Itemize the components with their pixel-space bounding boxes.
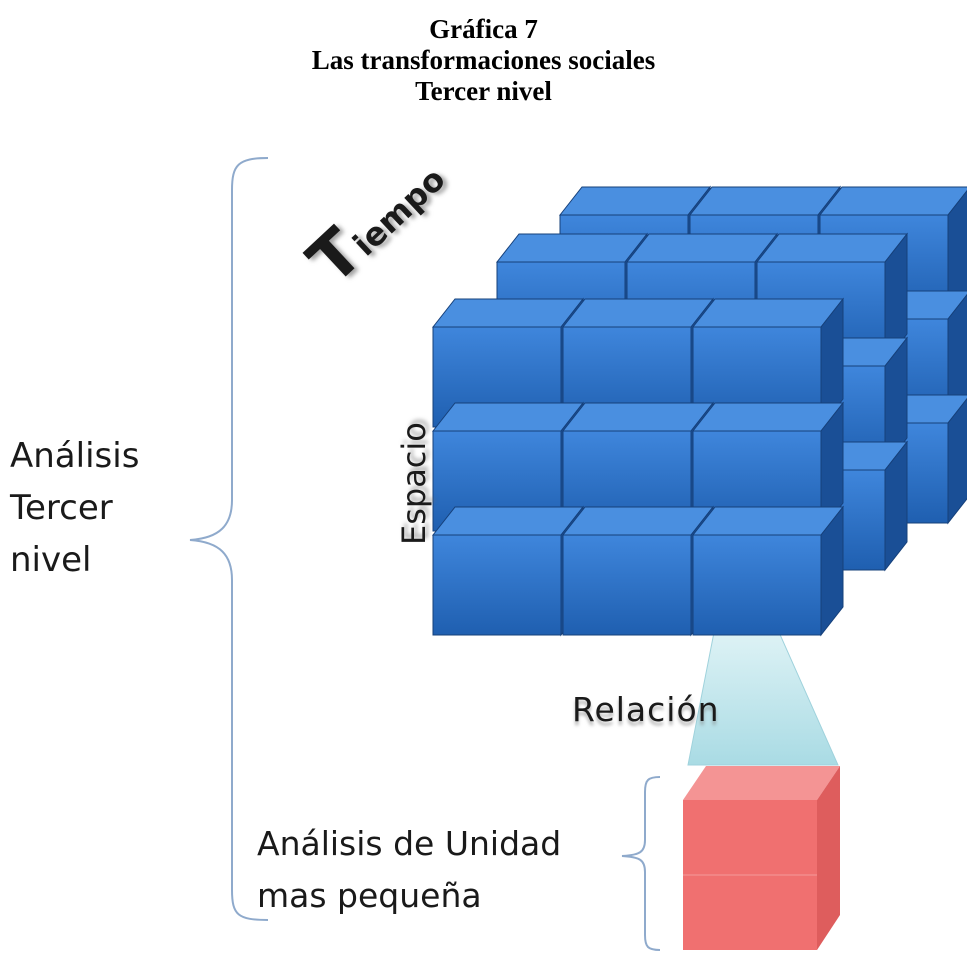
analysis-level-line-1: Análisis (10, 436, 140, 476)
analysis-level-line-3: nivel (10, 540, 92, 580)
analysis-level-label: Análisis Tercer nivel (10, 430, 139, 586)
analysis-level-line-2: Tercer (10, 488, 113, 528)
espacio-axis-label: Espacio (395, 422, 433, 545)
unit-cube (683, 766, 840, 950)
unit-brace (621, 776, 661, 951)
cube-layer-front (431, 297, 845, 637)
title-line-2: Las transformaciones sociales (311, 45, 656, 75)
cube-l3-r3-c2 (561, 505, 715, 637)
title-line-3: Tercer nivel (415, 76, 552, 106)
cube-l3-r3-c1 (431, 505, 585, 637)
figure-title: Gráfica 7 Las transformaciones sociales … (0, 14, 967, 107)
cube-l3-r1-c3 (691, 297, 845, 429)
unit-analysis-line-2: mas pequeña (257, 876, 482, 915)
relacion-label: Relación (572, 690, 720, 729)
unit-analysis-label: Análisis de Unidad mas pequeña (257, 818, 561, 922)
unit-analysis-line-1: Análisis de Unidad (257, 824, 562, 863)
cube-l3-r3-c3 (691, 505, 845, 637)
left-brace (189, 157, 269, 921)
title-line-1: Gráfica 7 (429, 14, 538, 44)
